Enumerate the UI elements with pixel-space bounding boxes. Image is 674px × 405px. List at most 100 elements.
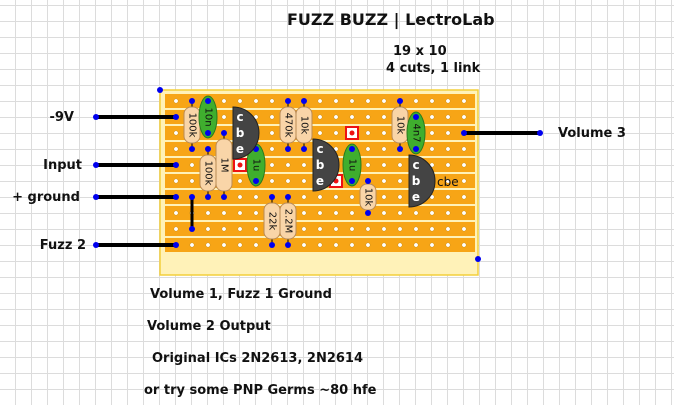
hole <box>317 242 323 248</box>
hole <box>381 162 387 168</box>
capacitor-pin <box>205 130 211 136</box>
hole <box>173 226 179 232</box>
hole <box>317 194 323 200</box>
resistor-value: 10k <box>395 116 406 135</box>
resistor <box>279 98 297 152</box>
hole <box>221 242 227 248</box>
resistor-body <box>279 202 297 240</box>
hole <box>317 114 323 120</box>
hole <box>333 114 339 120</box>
page-title: FUZZ BUZZ | LectroLab <box>287 10 495 29</box>
transistor-pin-label: c <box>316 142 323 156</box>
hole <box>445 194 451 200</box>
hole <box>349 194 355 200</box>
link-end <box>189 226 195 232</box>
hole <box>461 146 467 152</box>
hole <box>397 194 403 200</box>
capacitor-pin <box>349 178 355 184</box>
hole <box>381 242 387 248</box>
hole <box>413 210 419 216</box>
note-volume-1: Volume 1, Fuzz 1 Ground <box>150 287 332 302</box>
hole <box>301 178 307 184</box>
hole <box>189 178 195 184</box>
hole <box>269 98 275 104</box>
resistor-value: 22k <box>267 212 278 231</box>
hole <box>301 210 307 216</box>
wire-end <box>93 114 99 120</box>
resistor <box>279 194 297 248</box>
hole <box>205 242 211 248</box>
hole <box>461 210 467 216</box>
hole <box>253 210 259 216</box>
capacitor-body <box>342 143 362 187</box>
note-pnp-germs: or try some PNP Germs ~80 hfe <box>144 383 377 398</box>
resistor <box>295 98 313 152</box>
transistor-pin-label: b <box>412 174 421 188</box>
hole <box>333 194 339 200</box>
hole <box>397 178 403 184</box>
transistor-pin-label: c <box>412 158 419 172</box>
hole <box>429 146 435 152</box>
resistor <box>215 130 233 200</box>
capacitor-pin <box>349 146 355 152</box>
transistor-body <box>312 138 340 192</box>
capacitor-pin <box>413 146 419 152</box>
hole <box>333 130 339 136</box>
resistor-pin <box>189 146 195 152</box>
hole <box>269 146 275 152</box>
hole <box>221 114 227 120</box>
hole <box>333 210 339 216</box>
hole <box>445 226 451 232</box>
hole <box>461 98 467 104</box>
resistor-body <box>295 106 313 144</box>
hole <box>317 210 323 216</box>
hole <box>429 210 435 216</box>
wire-end <box>537 130 543 136</box>
note-original-ics: Original ICs 2N2613, 2N2614 <box>152 351 364 366</box>
resistor <box>359 178 377 216</box>
hole <box>429 130 435 136</box>
hole <box>365 226 371 232</box>
resistor-pin <box>221 194 227 200</box>
wire-end <box>93 194 99 200</box>
track-cut-dot <box>237 162 243 168</box>
transistor-pin-label: e <box>316 174 324 188</box>
resistor-pin <box>397 98 403 104</box>
transistor-pin-label: c <box>236 110 243 124</box>
link-end <box>189 194 195 200</box>
resistor <box>391 98 409 152</box>
resistor-pin <box>205 194 211 200</box>
label-ground: + ground <box>12 190 80 205</box>
resistor-pin <box>285 194 291 200</box>
transistor-body <box>408 154 436 208</box>
hole <box>301 162 307 168</box>
hole <box>301 194 307 200</box>
hole <box>285 162 291 168</box>
hole <box>317 98 323 104</box>
hole <box>461 194 467 200</box>
hole <box>365 130 371 136</box>
hole <box>381 210 387 216</box>
track-cut-dot <box>349 130 355 136</box>
hole <box>173 146 179 152</box>
hole <box>413 226 419 232</box>
hole <box>317 226 323 232</box>
hole <box>333 98 339 104</box>
resistor-pin <box>189 98 195 104</box>
hole <box>173 210 179 216</box>
label-volume-3: Volume 3 <box>558 126 626 141</box>
hole <box>413 98 419 104</box>
resistor-pin <box>301 98 307 104</box>
resistor-value: 1M <box>219 158 230 173</box>
resistor-value: 100k <box>187 113 198 138</box>
hole <box>397 242 403 248</box>
hole <box>349 226 355 232</box>
resistor-pin <box>365 178 371 184</box>
hole <box>445 98 451 104</box>
label-minus-9v: -9V <box>49 110 74 125</box>
resistor-pin <box>269 242 275 248</box>
transistor-pin-label: e <box>236 142 244 156</box>
label-input: Input <box>43 158 82 173</box>
hole <box>381 146 387 152</box>
